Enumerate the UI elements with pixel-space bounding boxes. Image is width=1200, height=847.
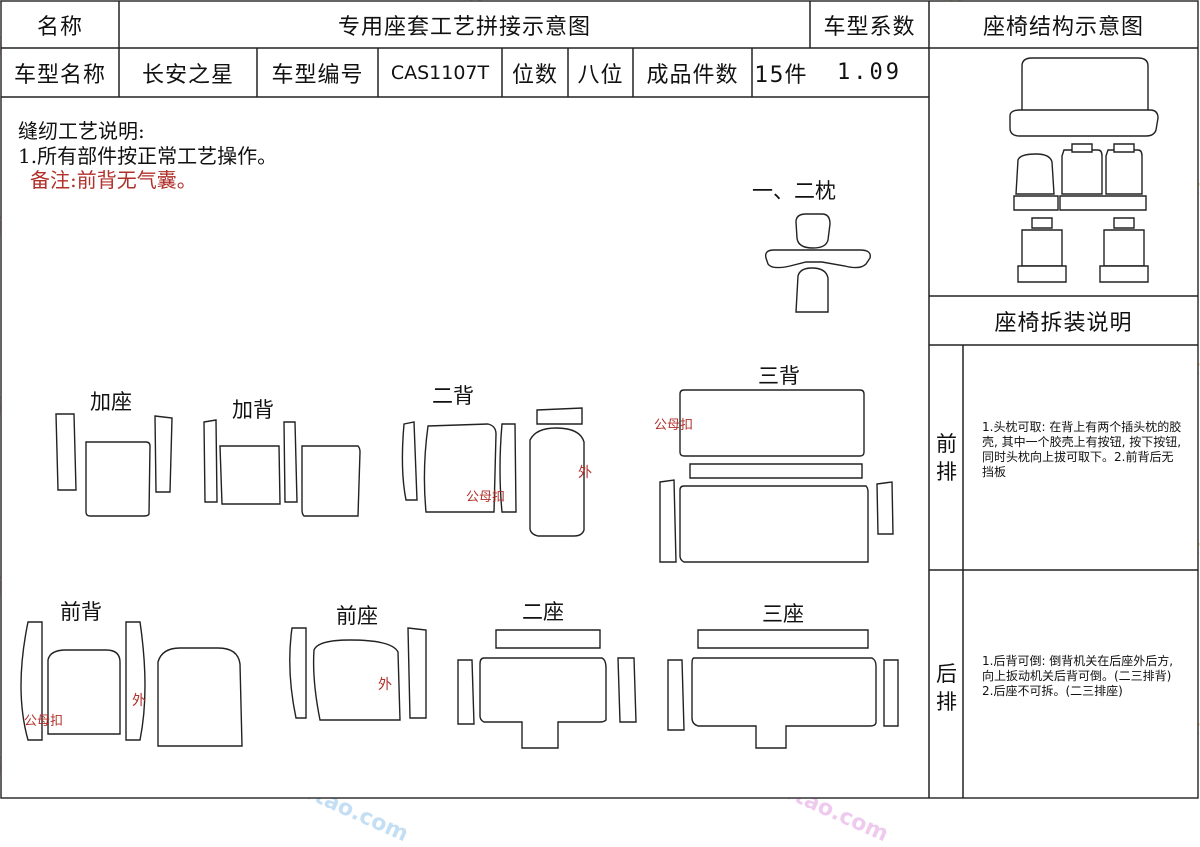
pieces-value: 15件 (754, 62, 808, 88)
label-front-seat: 前座 (336, 604, 378, 628)
back3-pieces (659, 389, 894, 563)
middle-row-illustration (1013, 143, 1147, 211)
model-code-label: 车型编号 (271, 62, 364, 88)
seat-structure-diagram (1009, 57, 1159, 283)
label-extra-seat: 加座 (90, 390, 132, 414)
label-extra-back: 加背 (232, 398, 274, 422)
model-name: 长安之星 (141, 62, 234, 88)
label-back-2: 二背 (432, 384, 474, 408)
outer-note-front-back: 外 (132, 693, 146, 709)
model-name-label: 车型名称 (13, 62, 106, 88)
label-headrest-1-2: 一、二枕 (752, 179, 836, 203)
process-line-1: 1.所有部件按正常工艺操作。 (18, 144, 278, 168)
process-heading: 缝纫工艺说明: (18, 119, 145, 143)
outer-note-front-seat: 外 (378, 677, 392, 693)
extra-back-pieces (203, 419, 361, 517)
rear-bench-illustration (1009, 57, 1159, 137)
seats-label: 位数 (511, 62, 558, 88)
sheet-title: 专用座套工艺拼接示意图 (337, 14, 591, 40)
removal-title: 座椅拆装说明 (994, 310, 1133, 336)
snap-note-front-back: 公母扣 (24, 714, 64, 729)
rear-row-label: 后排 (936, 662, 957, 714)
seat3-pieces (667, 629, 899, 749)
process-remark: 备注:前背无气囊。 (30, 168, 197, 192)
front-row-label: 前排 (936, 432, 957, 484)
front-row-instructions: 1.头枕可取: 在背上有两个插头枕的胶壳, 其中一个胶壳上有按钮, 按下按钮, … (982, 420, 1182, 479)
seat2-pieces (457, 629, 637, 749)
structure-title: 座椅结构示意图 (982, 14, 1144, 40)
label-seat-2: 二座 (522, 600, 564, 624)
model-code: CAS1107T (390, 61, 490, 84)
label-front-back: 前背 (60, 600, 102, 624)
label-back-3: 三背 (758, 364, 800, 388)
pattern-pieces (20, 213, 899, 749)
front-back-pieces (20, 621, 243, 747)
name-label: 名称 (36, 14, 83, 40)
extra-seat-pieces (55, 413, 173, 517)
label-seat-3: 三座 (762, 602, 804, 626)
rear-row-instructions: 1.后背可倒: 倒背机关在后座外后方, 向上扳动机关后背可倒。(二三排背) 2.… (982, 654, 1174, 698)
snap-note-back2: 公母扣 (466, 490, 506, 505)
coef-value: 1.09 (837, 60, 902, 85)
seats-value: 八位 (577, 62, 624, 88)
front-row-illustration (1017, 217, 1149, 283)
pieces-label: 成品件数 (646, 62, 739, 88)
front-seat-pieces (289, 627, 427, 721)
outer-note-back2: 外 (578, 465, 592, 481)
coef-label: 车型系数 (823, 14, 916, 40)
back2-pieces (401, 407, 585, 537)
headrest-pieces (764, 213, 871, 313)
snap-note-back3: 公母扣 (654, 418, 694, 433)
